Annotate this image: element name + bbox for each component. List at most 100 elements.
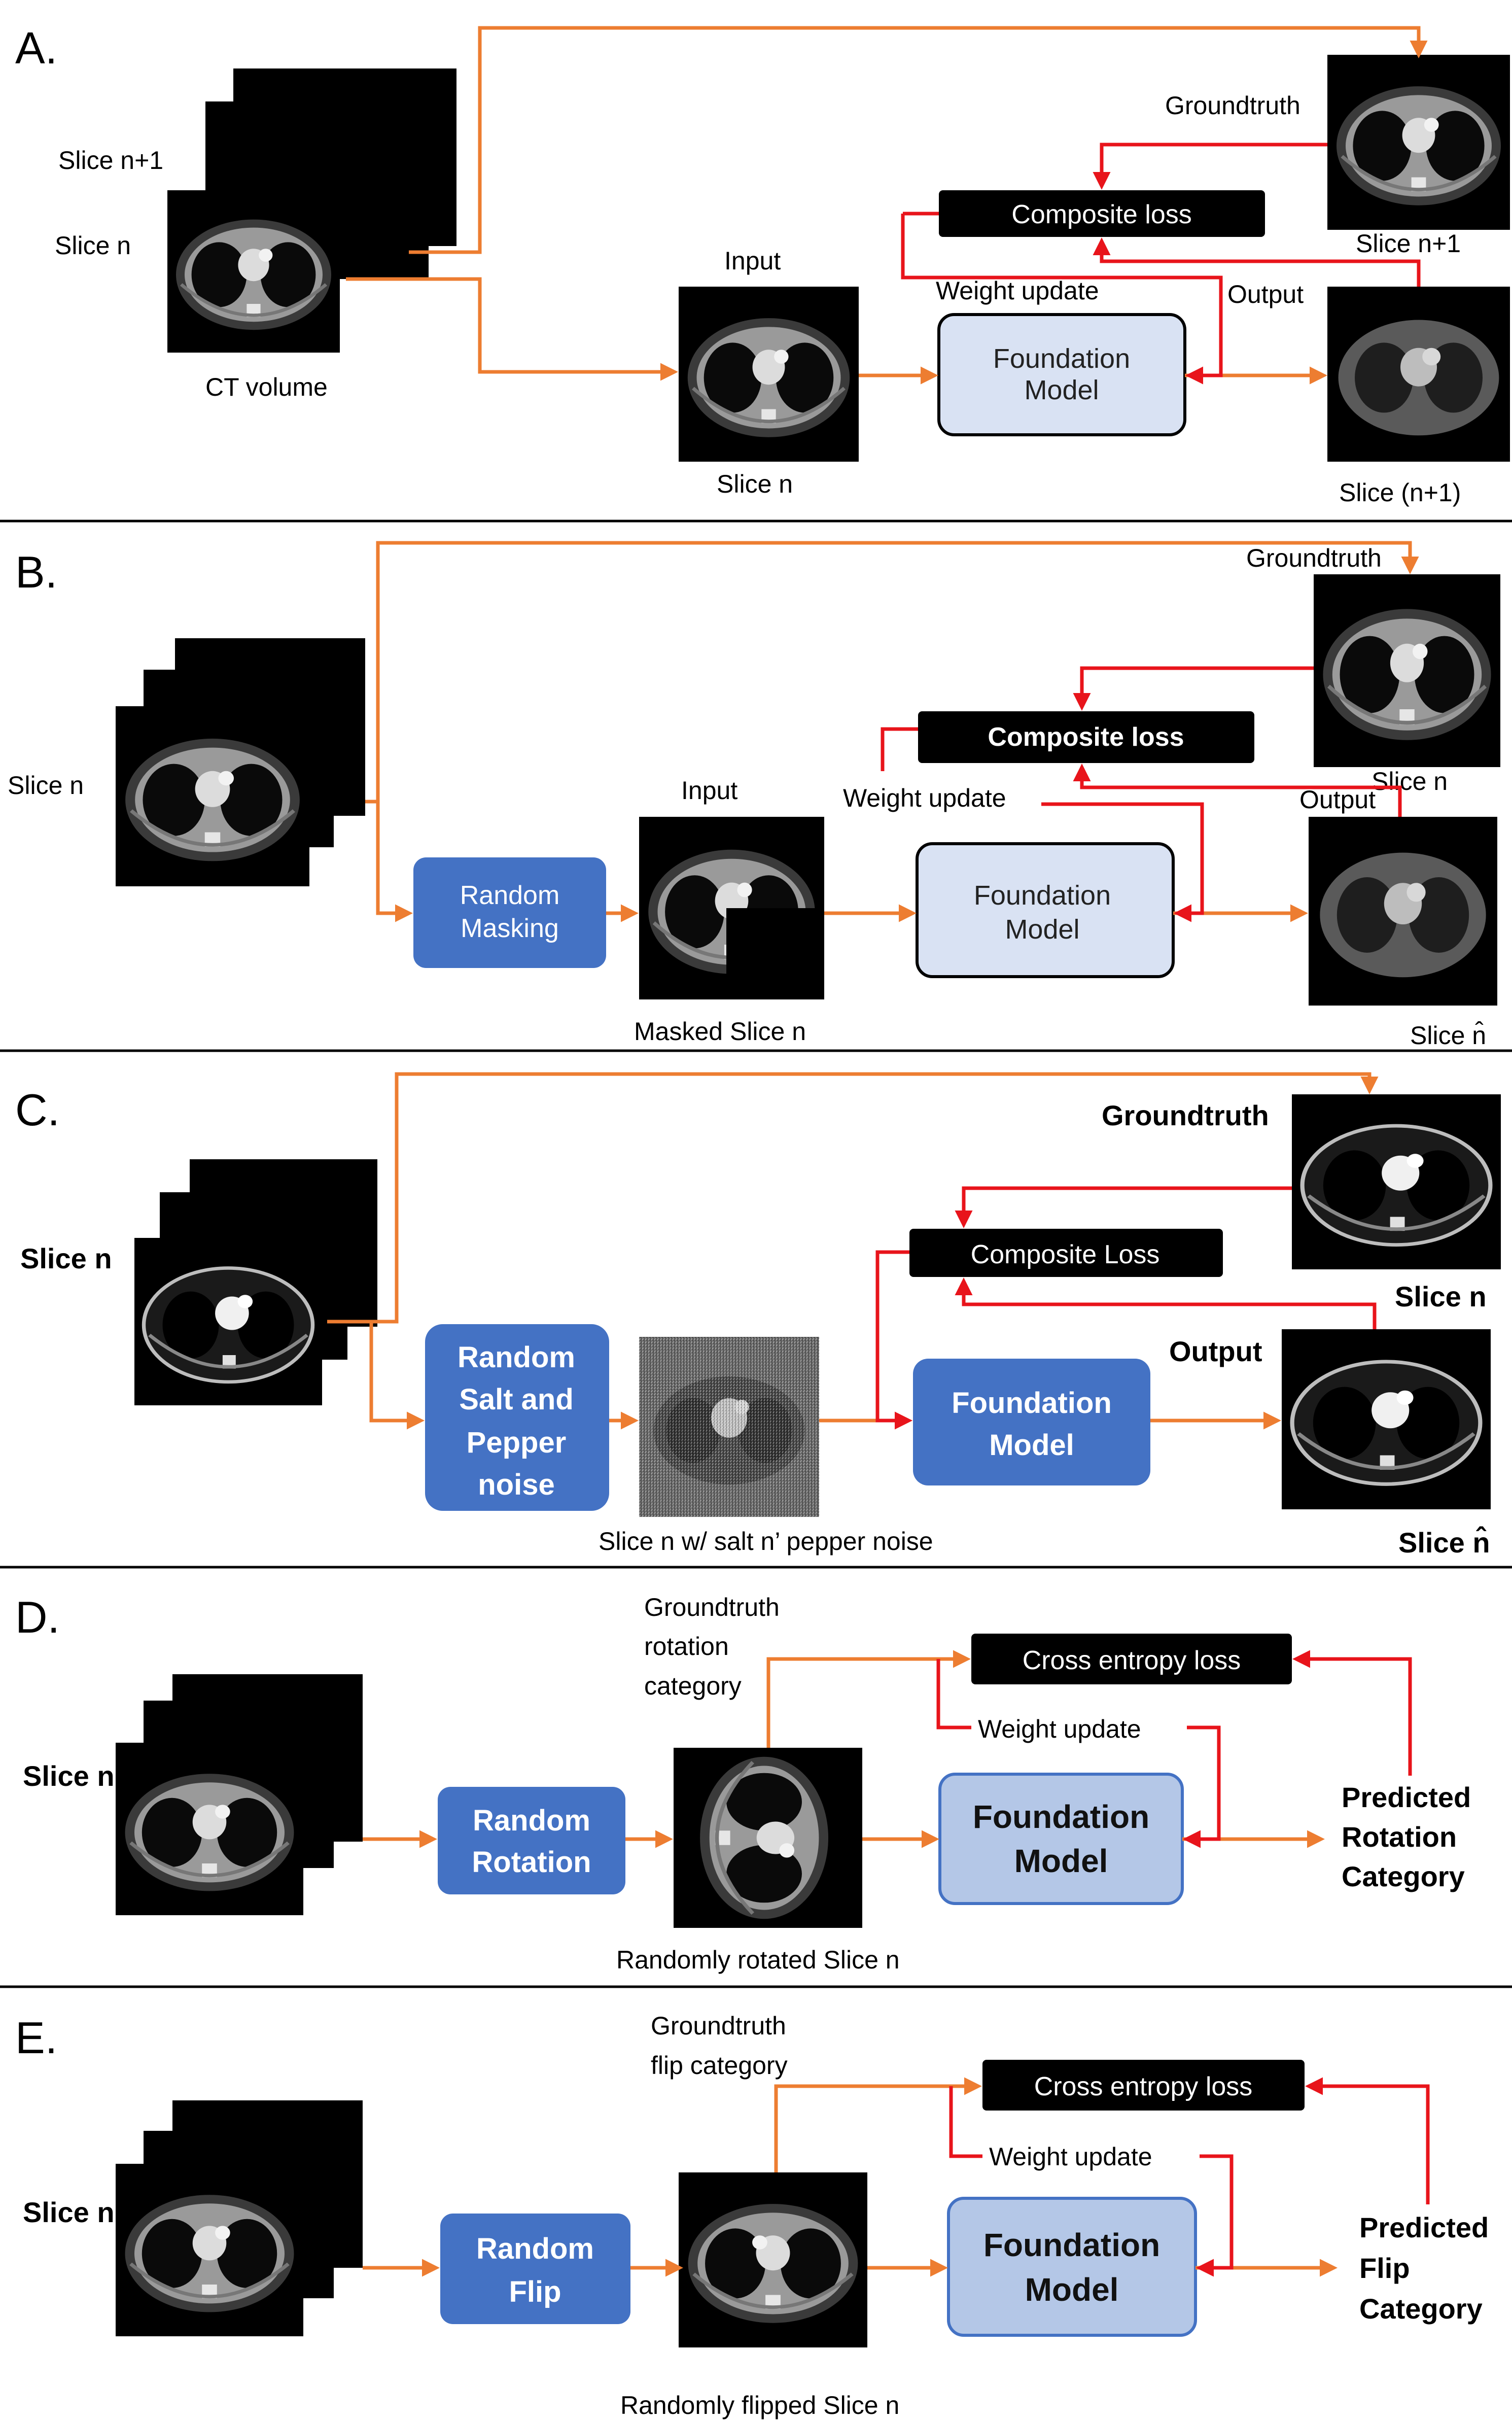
foundation-model-box bbox=[938, 1773, 1184, 1905]
random-masking-box bbox=[413, 857, 606, 968]
input-caption: Slice n w/ salt n’ pepper noise bbox=[599, 1527, 933, 1555]
panel-c: C. Slice n Groundtruth Slice n Composite… bbox=[15, 1072, 1501, 1559]
aug-line2: Salt and bbox=[459, 1383, 574, 1416]
rotated-input-image bbox=[674, 1748, 862, 1928]
foundation-model-box bbox=[947, 2197, 1197, 2337]
aug-line1: Random bbox=[460, 881, 560, 910]
composite-loss-label: Composite loss bbox=[1011, 200, 1191, 229]
input-slice-image bbox=[679, 287, 859, 462]
input-label: Input bbox=[724, 247, 781, 275]
composite-loss-box bbox=[939, 190, 1265, 237]
ct-volume-stack bbox=[167, 68, 456, 353]
groundtruth-slice-image bbox=[1292, 1094, 1501, 1269]
arrow-to-noise bbox=[327, 1320, 425, 1430]
pred-line1: Predicted bbox=[1342, 1781, 1471, 1813]
input-label: Input bbox=[681, 776, 737, 805]
groundtruth-to-loss-arrow bbox=[955, 1186, 1292, 1228]
aug-line2: Masking bbox=[461, 914, 559, 943]
input-caption: Randomly flipped Slice n bbox=[620, 2391, 899, 2419]
gt-line3: category bbox=[644, 1672, 742, 1700]
aug-line2: Rotation bbox=[472, 1846, 591, 1879]
prediction-to-loss-arrow bbox=[1305, 2077, 1430, 2204]
pred-line3: Category bbox=[1342, 1860, 1465, 1892]
random-rotation-box bbox=[438, 1787, 625, 1894]
groundtruth-slice-image bbox=[1314, 574, 1500, 767]
cross-entropy-loss-box bbox=[982, 2060, 1305, 2111]
groundtruth-slice-image bbox=[1327, 55, 1510, 230]
flipped-input-image bbox=[679, 2172, 867, 2347]
composite-loss-box bbox=[918, 711, 1254, 763]
output-slice-image bbox=[1282, 1329, 1491, 1509]
model-line1: Foundation bbox=[974, 880, 1111, 911]
cross-entropy-loss-label: Cross entropy loss bbox=[1034, 2072, 1253, 2101]
foundation-model-box bbox=[913, 1359, 1150, 1485]
weight-update-arrow bbox=[901, 214, 1223, 385]
composite-loss-label: Composite loss bbox=[988, 722, 1184, 752]
model-line1: Foundation bbox=[952, 1387, 1112, 1420]
output-to-loss-arrow bbox=[955, 1277, 1377, 1329]
panel-letter: D. bbox=[15, 1592, 60, 1642]
weight-update-arrow bbox=[1041, 802, 1204, 922]
slice-n1-label: Slice n+1 bbox=[58, 146, 163, 175]
aug-line1: Random bbox=[458, 1341, 575, 1374]
pred-line1: Predicted bbox=[1359, 2211, 1489, 2243]
slice-label: Slice n bbox=[20, 1242, 112, 1274]
pred-line2: Flip bbox=[1359, 2252, 1410, 2284]
cross-entropy-loss-box bbox=[971, 1634, 1292, 1684]
panel-letter: E. bbox=[15, 2013, 57, 2063]
weight-update-label: Weight update bbox=[936, 276, 1099, 305]
noisy-input-image bbox=[639, 1337, 819, 1517]
composite-loss-box bbox=[909, 1229, 1223, 1277]
weight-update-label: Weight update bbox=[843, 784, 1006, 812]
arrow-to-groundtruth bbox=[409, 26, 1428, 254]
panel-d: D. Slice n Groundtruth rotation category… bbox=[15, 1592, 1471, 1974]
foundation-model-box bbox=[916, 842, 1175, 978]
ct-volume-stack bbox=[116, 638, 365, 886]
weight-update-label: Weight update bbox=[989, 2142, 1152, 2171]
arrow-to-input bbox=[346, 277, 678, 381]
output-label: Output bbox=[1299, 785, 1376, 814]
model-line1: Foundation bbox=[993, 343, 1130, 374]
output-slice-image bbox=[1309, 817, 1497, 1006]
output-to-loss-arrow bbox=[1093, 237, 1421, 287]
gt-line1: Groundtruth bbox=[644, 1593, 780, 1621]
output-label: Output bbox=[1227, 280, 1304, 308]
gt-line2: rotation bbox=[644, 1632, 729, 1661]
aug-line4: noise bbox=[478, 1468, 555, 1501]
masked-input-image bbox=[639, 817, 824, 999]
model-line1: Foundation bbox=[973, 1799, 1149, 1835]
groundtruth-caption: Slice n+1 bbox=[1356, 229, 1461, 258]
groundtruth-label: Groundtruth bbox=[1246, 544, 1382, 572]
output-caption: Slice (n+1) bbox=[1339, 478, 1461, 507]
groundtruth-caption: Slice n bbox=[1372, 767, 1448, 796]
aug-line3: Pepper bbox=[467, 1426, 567, 1459]
panel-b: B. Slice n Groundtruth Slice n Composite… bbox=[8, 541, 1500, 1050]
gt-line1: Groundtruth bbox=[651, 2012, 786, 2040]
arrow-to-masking bbox=[365, 800, 413, 922]
weight-update-arrow bbox=[949, 2086, 982, 2158]
slice-n-label: Slice n bbox=[55, 231, 131, 260]
slice-label: Slice n bbox=[23, 2196, 115, 2228]
groundtruth-caption: Slice n bbox=[1395, 1281, 1487, 1312]
groundtruth-to-loss-arrow bbox=[766, 1650, 971, 1748]
model-line1: Foundation bbox=[983, 2227, 1160, 2263]
ct-volume-stack bbox=[116, 2100, 363, 2336]
weight-update-arrow bbox=[936, 1659, 971, 1730]
output-caption: Slice n̂ bbox=[1410, 1021, 1486, 1050]
output-slice-image bbox=[1327, 287, 1510, 462]
arrow-to-groundtruth bbox=[327, 1072, 1379, 1324]
ct-volume-label: CT volume bbox=[205, 373, 328, 401]
ct-volume-stack bbox=[116, 1674, 363, 1915]
model-line2: Model bbox=[989, 1429, 1074, 1462]
panel-e: E. Slice n Groundtruth flip category Cro… bbox=[15, 2012, 1489, 2419]
pred-line3: Category bbox=[1359, 2293, 1483, 2325]
input-caption: Masked Slice n bbox=[634, 1017, 806, 1046]
pred-line2: Rotation bbox=[1342, 1821, 1457, 1853]
model-line2: Model bbox=[1024, 375, 1099, 405]
cross-entropy-loss-label: Cross entropy loss bbox=[1023, 1646, 1241, 1675]
model-line2: Model bbox=[1025, 2271, 1119, 2308]
weight-update-arrow bbox=[1183, 1725, 1221, 1848]
weight-update-label: Weight update bbox=[978, 1715, 1141, 1743]
output-to-loss-arrow bbox=[1073, 764, 1402, 817]
